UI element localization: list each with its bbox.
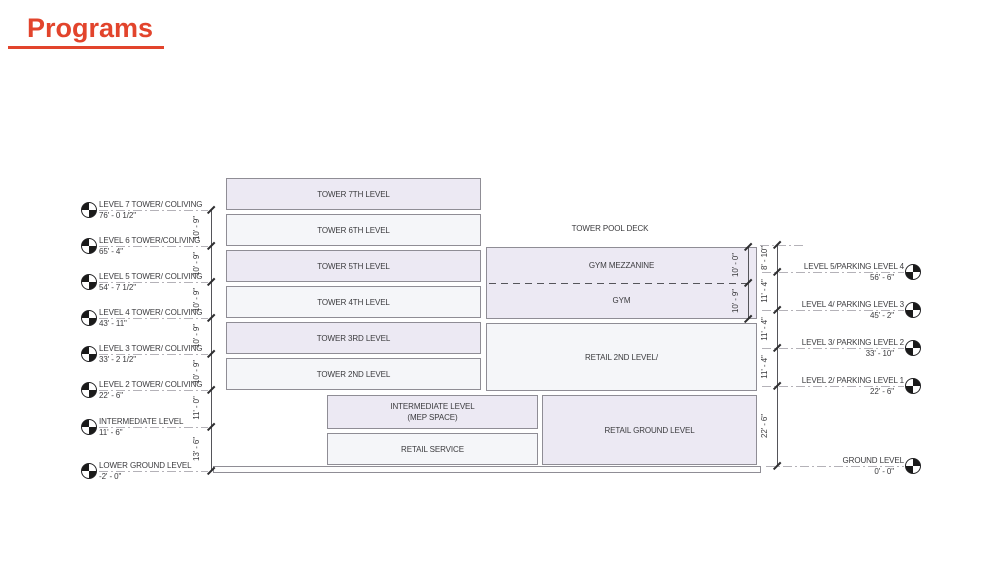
level-label: LEVEL 4/ PARKING LEVEL 3 <box>801 300 904 309</box>
level-label: LEVEL 4 TOWER/ COLIVING <box>99 308 203 317</box>
program-box-retail-service: RETAIL SERVICE <box>327 433 538 465</box>
dimension-value: 13' - 6" <box>192 436 201 462</box>
dimension-value: 22' - 6" <box>760 413 769 439</box>
level-line <box>99 210 208 211</box>
dimension-value: 11' - 4" <box>760 355 769 379</box>
dimension-line <box>211 210 212 471</box>
level-label: INTERMEDIATE LEVEL <box>99 417 184 426</box>
program-box-label: RETAIL SERVICE <box>401 444 464 454</box>
level-line <box>99 390 208 391</box>
program-box-label: TOWER 2ND LEVEL <box>316 369 391 379</box>
program-box-gym-mezzanine: GYM MEZZANINE <box>487 248 756 283</box>
program-box-label: INTERMEDIATE LEVEL <box>390 402 475 411</box>
level-elevation: 33' - 10" <box>865 349 894 358</box>
level-line <box>99 427 208 428</box>
level-label: LEVEL 7 TOWER/ COLIVING <box>99 200 203 209</box>
level-line <box>762 386 904 387</box>
level-line <box>766 466 904 467</box>
program-box-gym-block: GYM MEZZANINE GYM <box>486 247 757 319</box>
level-elevation: 56' - 6" <box>869 273 894 282</box>
level-marker-icon <box>905 340 921 356</box>
level-marker-icon <box>81 310 97 326</box>
level-marker-icon <box>81 419 97 435</box>
level-label: LEVEL 5/PARKING LEVEL 4 <box>803 262 904 271</box>
dimension-value: 11' - 0" <box>192 396 201 420</box>
level-line <box>99 471 208 472</box>
program-box-retail-ground: RETAIL GROUND LEVEL <box>542 395 757 465</box>
level-label: LEVEL 2 TOWER/ COLIVING <box>99 380 203 389</box>
program-box-tower-6: TOWER 6TH LEVEL <box>226 214 481 246</box>
program-box-tower-7: TOWER 7TH LEVEL <box>226 178 481 210</box>
level-marker-icon <box>81 202 97 218</box>
program-box-label: GYM <box>612 296 631 305</box>
pool-deck-label: TOWER POOL DECK <box>571 224 649 233</box>
level-label: GROUND LEVEL <box>842 456 905 465</box>
program-box-label: GYM MEZZANINE <box>588 261 655 270</box>
level-elevation: 11' - 6" <box>99 428 123 437</box>
level-line <box>762 272 904 273</box>
level-label: LEVEL 3/ PARKING LEVEL 2 <box>801 338 904 347</box>
level-elevation: -2' - 0" <box>99 472 122 481</box>
dimension-value: 10' - 9" <box>731 288 740 314</box>
program-box-tower-2: TOWER 2ND LEVEL <box>226 358 481 390</box>
level-elevation: 43' - 11" <box>99 319 127 328</box>
page-title: Programs <box>27 13 154 43</box>
mezzanine-divider-line <box>489 283 747 284</box>
level-line <box>762 310 904 311</box>
program-box-label: RETAIL 2ND LEVEL/ <box>585 352 658 362</box>
level-elevation: 33' - 2 1/2" <box>99 355 136 364</box>
program-box-label: RETAIL GROUND LEVEL <box>604 425 695 435</box>
level-elevation: 76' - 0 1/2" <box>99 211 136 220</box>
program-box-mep: INTERMEDIATE LEVEL (MEP SPACE) <box>327 395 538 429</box>
level-marker-icon <box>905 302 921 318</box>
program-box-retail-2nd: RETAIL 2ND LEVEL/ <box>486 323 757 391</box>
level-elevation: 65' - 4" <box>99 247 124 256</box>
level-marker-icon <box>81 238 97 254</box>
level-elevation: 45' - 2" <box>869 311 894 320</box>
ground-slab <box>213 466 761 473</box>
title-underline <box>8 46 164 49</box>
level-label: LEVEL 3 TOWER/ COLIVING <box>99 344 203 353</box>
level-marker-icon <box>81 346 97 362</box>
level-marker-icon <box>905 458 921 474</box>
level-elevation: 0' - 0" <box>874 467 894 476</box>
level-line <box>99 246 208 247</box>
level-elevation: 22' - 6" <box>869 387 894 396</box>
level-marker-icon <box>81 382 97 398</box>
program-box-label: TOWER 6TH LEVEL <box>317 225 390 235</box>
dimension-line <box>777 245 778 466</box>
level-line <box>762 348 904 349</box>
level-label: LEVEL 5 TOWER/ COLIVING <box>99 272 203 281</box>
program-box-tower-4: TOWER 4TH LEVEL <box>226 286 481 318</box>
level-label: LEVEL 6 TOWER/COLIVING <box>99 236 201 245</box>
program-box-label: TOWER 3RD LEVEL <box>316 333 391 343</box>
level-marker-icon <box>81 463 97 479</box>
level-line <box>99 318 208 319</box>
level-marker-icon <box>905 378 921 394</box>
level-line <box>99 354 208 355</box>
program-box-label: TOWER 5TH LEVEL <box>317 261 390 271</box>
level-elevation: 22' - 6" <box>99 391 124 400</box>
program-box-label: TOWER 4TH LEVEL <box>317 297 390 307</box>
program-box-tower-3: TOWER 3RD LEVEL <box>226 322 481 354</box>
program-box-label: (MEP SPACE) <box>407 413 458 422</box>
program-box-tower-5: TOWER 5TH LEVEL <box>226 250 481 282</box>
level-line <box>99 282 208 283</box>
extension-line <box>760 245 804 246</box>
level-marker-icon <box>905 264 921 280</box>
level-elevation: 54' - 7 1/2" <box>99 283 136 292</box>
level-marker-icon <box>81 274 97 290</box>
level-label: LEVEL 2/ PARKING LEVEL 1 <box>801 376 904 385</box>
program-box-label: TOWER 7TH LEVEL <box>317 189 390 199</box>
program-box-gym: GYM <box>487 283 756 318</box>
level-label: LOWER GROUND LEVEL <box>99 461 192 470</box>
